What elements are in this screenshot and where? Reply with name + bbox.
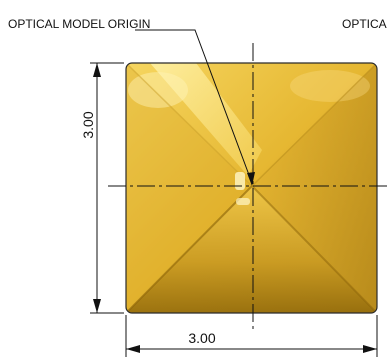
height-dimension [90,62,124,314]
height-dimension-label: 3.00 [80,111,96,138]
width-dimension [125,315,378,357]
origin-callout-label-right: OPTICA [342,17,387,31]
optical-part [126,63,377,313]
width-dimension-label: 3.00 [188,330,215,346]
origin-leader [135,29,255,186]
origin-callout-label: OPTICAL MODEL ORIGIN [8,17,150,31]
part-outline [125,62,378,314]
